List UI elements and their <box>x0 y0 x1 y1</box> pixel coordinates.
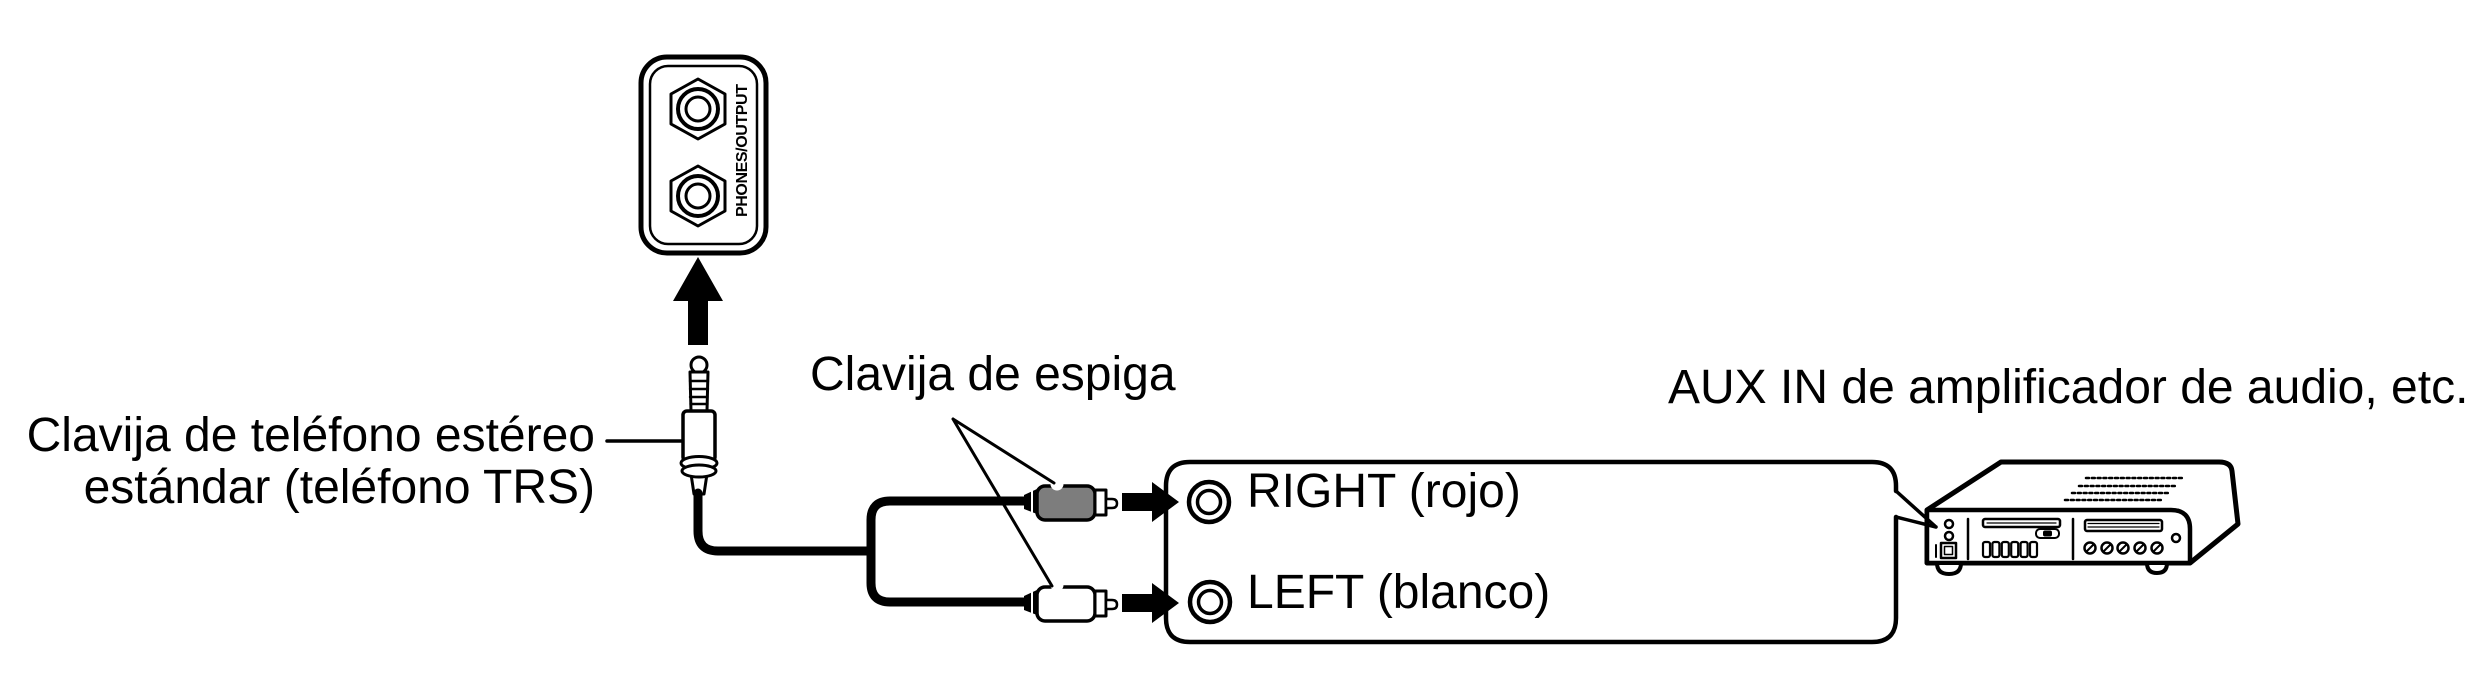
trs-plug-label-line2: estándar (teléfono TRS) <box>83 461 595 514</box>
cable <box>693 488 872 556</box>
aux-in-label: AUX IN de amplificador de audio, etc. <box>1668 361 2465 414</box>
pin-plug-label: Clavija de espiga <box>810 348 1176 401</box>
amplifier-slider <box>2035 528 2060 539</box>
stereo-phone-plug <box>679 355 719 496</box>
amplifier-knobs <box>2083 541 2164 555</box>
trs-plug-label-line1: Clavija de teléfono estéreo <box>26 409 595 462</box>
espiga-leader-lines <box>951 417 1056 588</box>
right-arrow-bottom-icon <box>1122 583 1179 623</box>
zoom-box <box>1163 459 1899 645</box>
amplifier-aux-in-jacks <box>1943 518 1955 542</box>
left-jack-icon <box>1187 579 1233 625</box>
amplifier-power-button <box>1935 541 1958 560</box>
right-arrow-top-icon <box>1122 482 1179 522</box>
right-jack-icon <box>1186 479 1232 525</box>
amplifier <box>1924 459 2241 576</box>
trs-plug-label: Clavija de teléfono estéreo estándar (te… <box>25 410 595 514</box>
amplifier-foot-left <box>1935 561 1963 576</box>
pin-plug-red <box>1024 477 1119 522</box>
left-jack-label: LEFT (blanco) <box>1247 566 1551 619</box>
pin-plug-white <box>1024 578 1119 623</box>
phones-jack-socket-top <box>669 77 727 141</box>
callout-tail <box>1894 489 1938 529</box>
phones-output-panel <box>638 54 769 256</box>
cable-y-split <box>866 496 1035 607</box>
amplifier-foot-right <box>2145 561 2169 575</box>
right-jack-label: RIGHT (rojo) <box>1247 465 1521 518</box>
phones-output-label: PHONES/OUTPUT <box>734 84 751 217</box>
amplifier-display <box>2083 518 2164 533</box>
amplifier-vents <box>2063 476 2186 502</box>
amplifier-disc-slot <box>1981 517 2062 529</box>
up-arrow-icon <box>673 257 723 345</box>
phones-jack-socket-bottom <box>669 164 727 228</box>
amplifier-buttons <box>1981 540 2039 559</box>
